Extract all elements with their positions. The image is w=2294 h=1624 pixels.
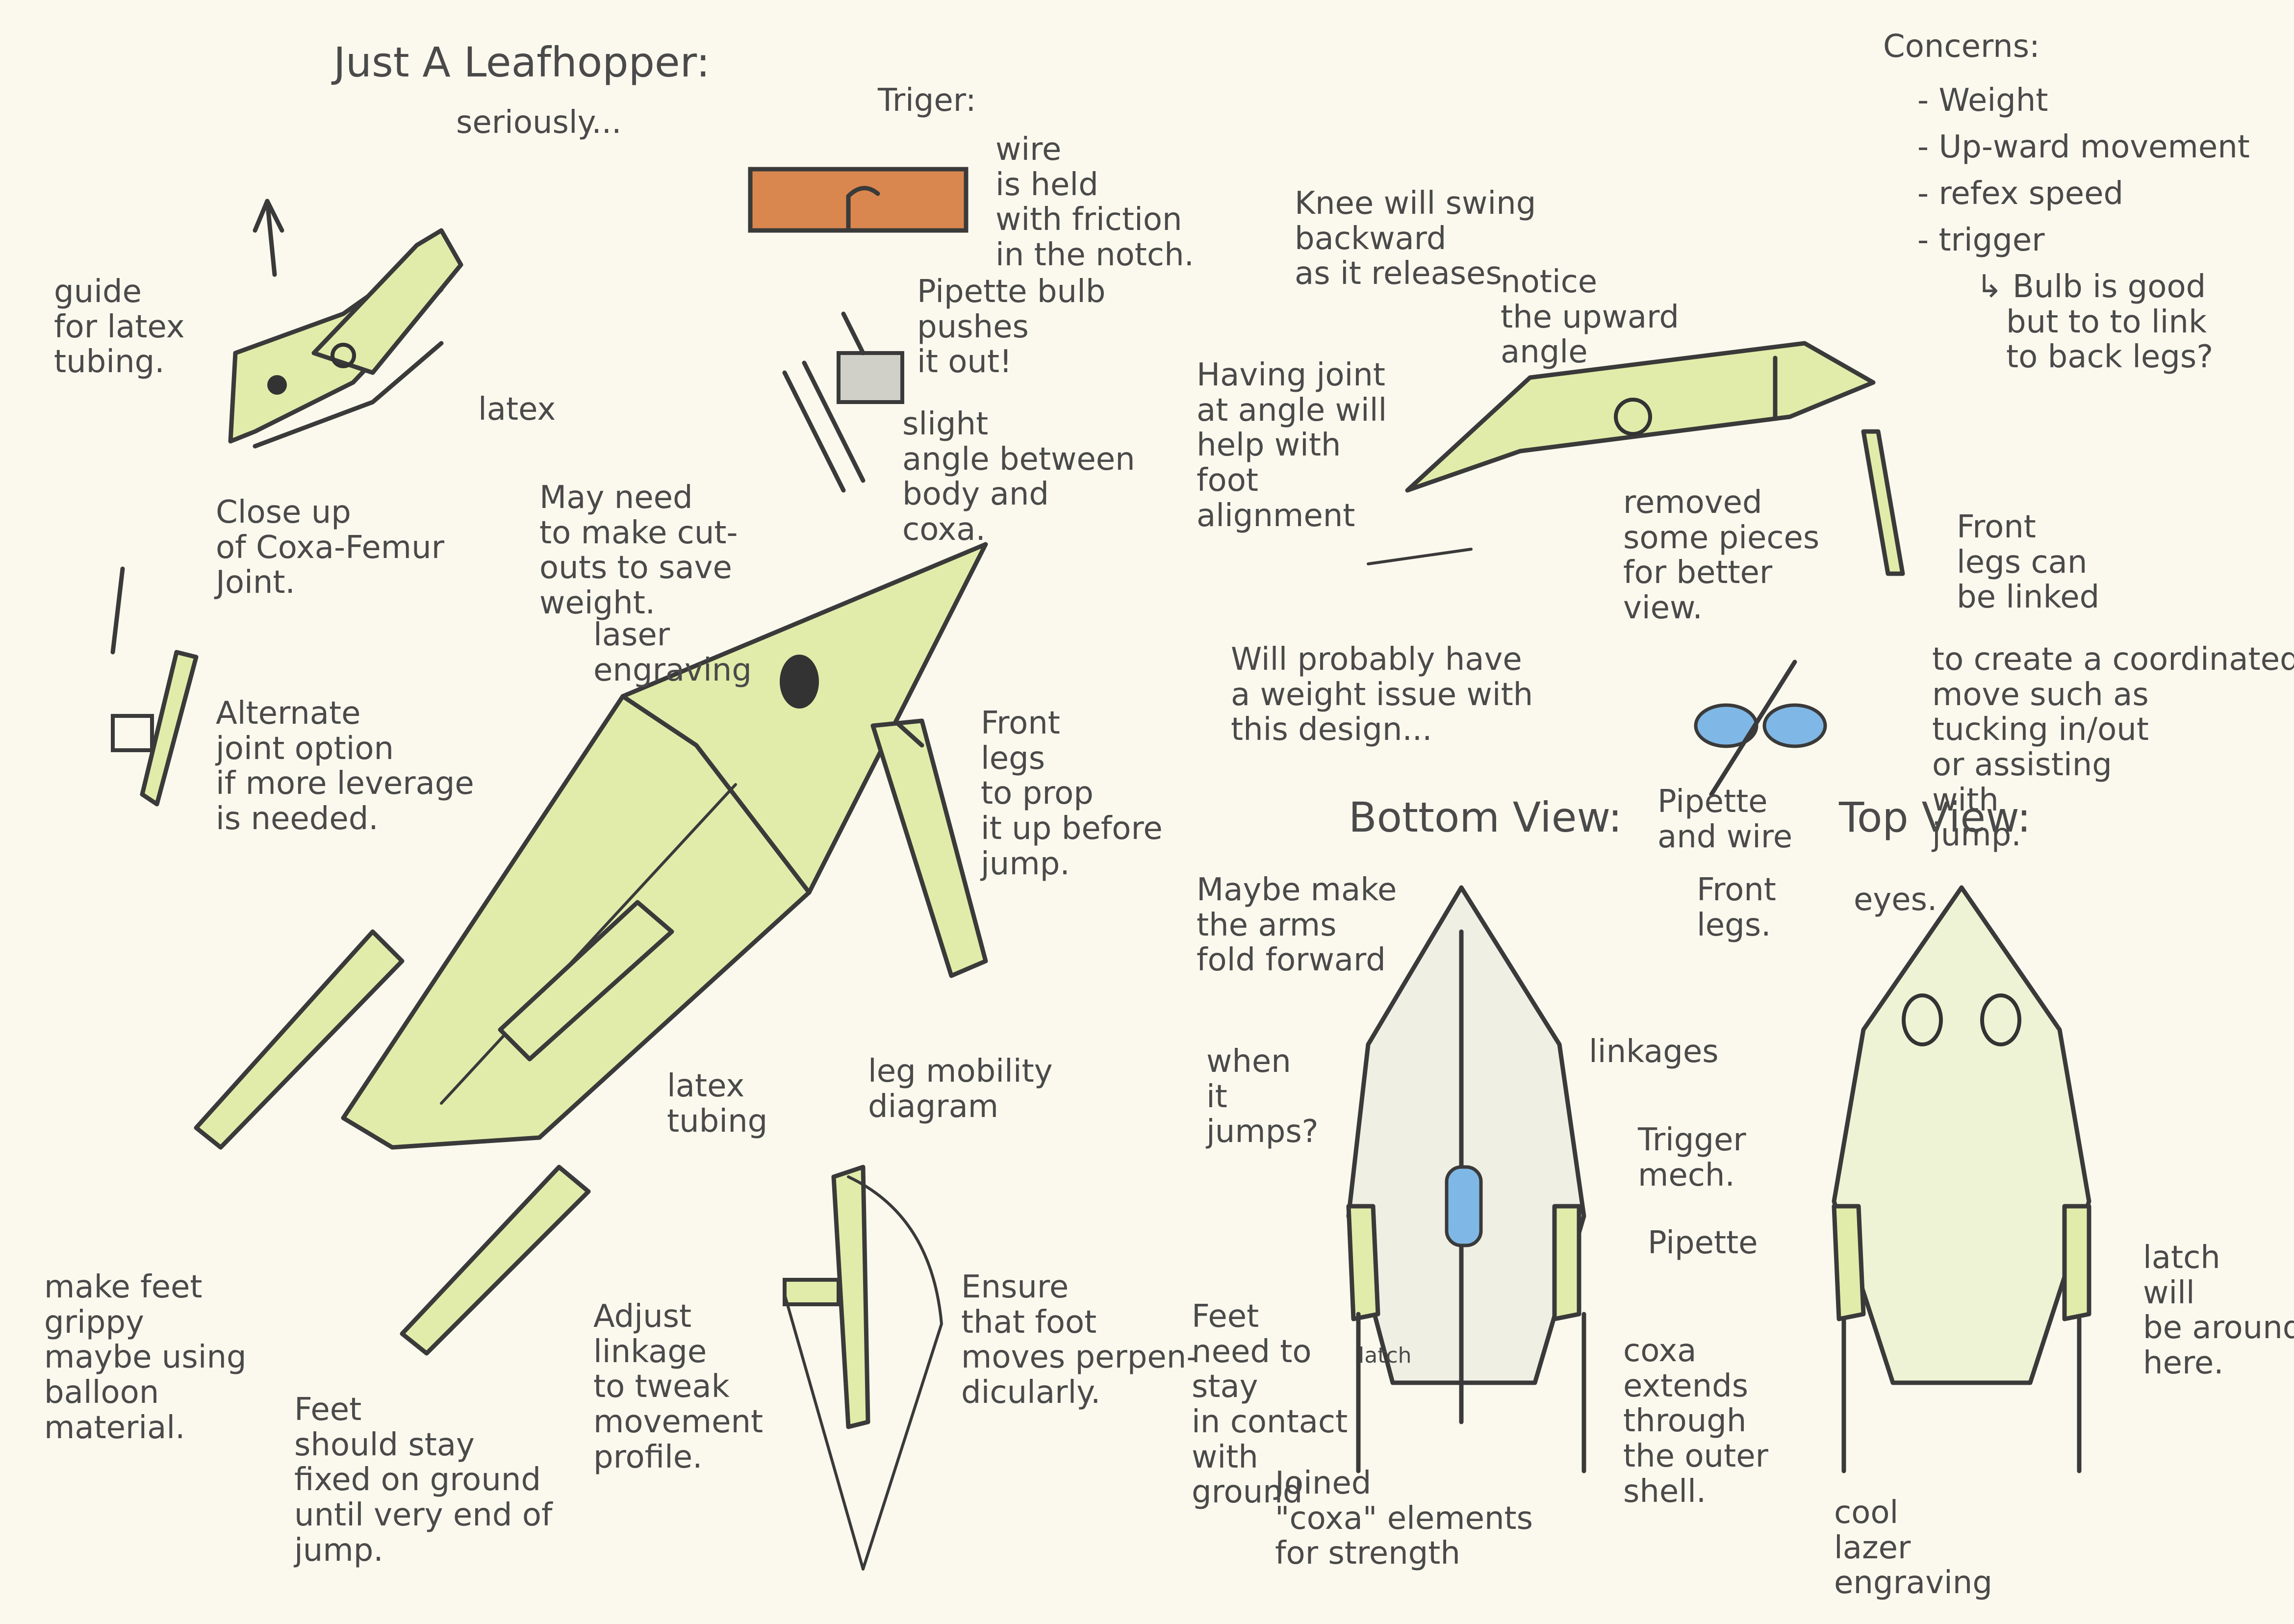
latch-note: latch will be around here. xyxy=(2143,1241,2294,1381)
leg-mobility-drawing xyxy=(785,1167,942,1569)
front-legs-label: Front legs. xyxy=(1697,873,1776,943)
arms-fold-note: Maybe make the arms fold forward xyxy=(1197,873,1397,978)
eyes-label: eyes. xyxy=(1854,883,1937,918)
pipette-wire-note: Pipette and wire xyxy=(1657,785,1792,855)
joint-closeup-drawing xyxy=(230,201,461,446)
cool-lazer-note: cool lazer engraving xyxy=(1834,1496,1992,1601)
ensure-note: Ensure that foot moves perpen- dicularly… xyxy=(961,1270,1198,1411)
concern-item: - Weight xyxy=(1917,83,2048,119)
cutouts-note: May need to make cut- outs to save weigh… xyxy=(539,481,738,621)
alternate-joint-drawing xyxy=(113,569,196,804)
guide-note: guide for latex tubing. xyxy=(54,275,185,380)
having-joint-note: Having joint at angle will help with foo… xyxy=(1197,358,1387,533)
page-subtitle: seriously... xyxy=(456,105,621,141)
top-view-label: Top View: xyxy=(1839,794,2031,840)
concern-item: - refex speed xyxy=(1917,177,2123,212)
concern-item: - Up-ward movement xyxy=(1917,130,2250,165)
front-legs-prop-note: Front legs to prop it up before jump. xyxy=(981,706,1163,882)
coxa-angle-drawing xyxy=(785,314,902,490)
knee-note: Knee will swing backward as it releases xyxy=(1295,186,1536,292)
trigger-drawing xyxy=(750,169,966,230)
latex-tubing-note: latex tubing xyxy=(667,1069,767,1139)
main-leafhopper-drawing xyxy=(196,544,986,1353)
adjust-linkage-note: Adjust linkage to tweak movement profile… xyxy=(593,1299,763,1475)
close-up-note: Close up of Coxa-Femur Joint. xyxy=(216,495,444,601)
removed-pieces-note: removed some pieces for better view. xyxy=(1623,485,1819,626)
joined-coxa-note: Joined "coxa" elements for strength xyxy=(1275,1466,1533,1572)
notice-angle-note: notice the upward angle xyxy=(1501,265,1679,370)
latch-short-label: latch xyxy=(1358,1344,1412,1368)
make-feet-note: make feet grippy maybe using balloon mat… xyxy=(44,1270,247,1446)
bottom-view-label: Bottom View: xyxy=(1349,794,1622,840)
latex-label: latex xyxy=(478,392,556,428)
laser-engraving-note: laser engraving xyxy=(593,618,752,688)
wire-note: wire is held with friction in the notch. xyxy=(995,132,1194,273)
when-jumps-note: when it jumps? xyxy=(1206,1044,1319,1150)
slight-angle-note: slight angle between body and coxa. xyxy=(902,407,1135,548)
page-title: Just A Leafhopper: xyxy=(333,39,710,85)
trigger-mech-label: Trigger mech. xyxy=(1638,1123,1746,1193)
alternate-joint-note: Alternate joint option if more leverage … xyxy=(216,696,474,837)
coxa-extends-note: coxa extends through the outer shell. xyxy=(1623,1334,1768,1509)
top-view-drawing xyxy=(1834,888,2089,1471)
bulb-note: ↳ Bulb is good but to to link to back le… xyxy=(1976,270,2213,375)
weight-issue-note: Will probably have a weight issue with t… xyxy=(1231,642,1533,748)
leg-mobility-label: leg mobility diagram xyxy=(868,1054,1053,1124)
trigger-label: Triger: xyxy=(878,83,976,119)
feet-stay-note: Feet should stay fixed on ground until v… xyxy=(294,1393,553,1568)
concern-item: - trigger xyxy=(1917,223,2045,258)
pipette-label: Pipette xyxy=(1648,1226,1758,1261)
front-legs-linked-note: Front legs can be linked xyxy=(1957,510,2099,615)
pipette-drawing xyxy=(1696,662,1825,794)
pipette-bulb-note: Pipette bulb pushes it out! xyxy=(917,275,1105,380)
concerns-title: Concerns: xyxy=(1883,29,2040,65)
linkages-label: linkages xyxy=(1589,1035,1719,1070)
